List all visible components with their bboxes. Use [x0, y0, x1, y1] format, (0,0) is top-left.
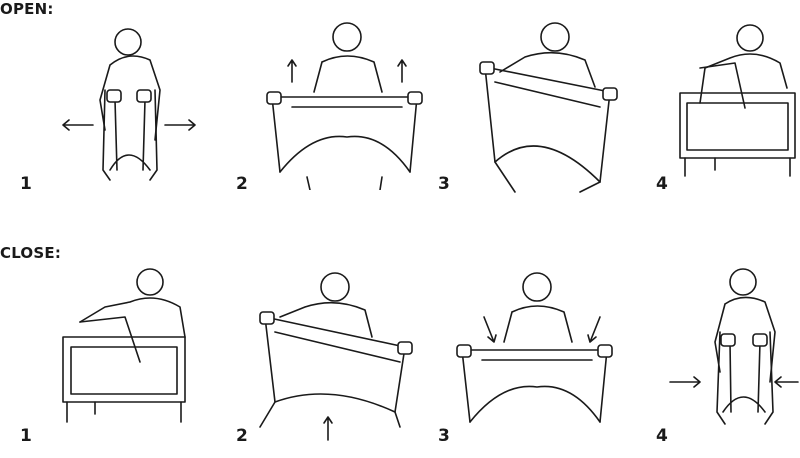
open-step-3-number: 3 [438, 174, 450, 194]
open-step-2-number: 2 [236, 174, 248, 194]
close-section-title: CLOSE: [0, 244, 62, 262]
close-step-4-number: 4 [656, 426, 668, 446]
open-section-title: OPEN: [0, 0, 54, 18]
open-step-3-illustration [479, 22, 618, 193]
open-step-4-illustration [679, 24, 796, 177]
open-step-1-illustration [62, 28, 196, 181]
close-step-3-illustration [456, 272, 613, 423]
close-step-4-illustration [669, 268, 799, 425]
open-step-1-number: 1 [20, 174, 32, 194]
close-step-1-number: 1 [20, 426, 32, 446]
close-step-3-number: 3 [438, 426, 450, 446]
open-step-4-number: 4 [656, 174, 668, 194]
close-step-2-illustration [259, 272, 413, 441]
open-step-2-illustration [266, 22, 423, 190]
close-step-2-number: 2 [236, 426, 248, 446]
close-step-1-illustration [62, 268, 186, 423]
